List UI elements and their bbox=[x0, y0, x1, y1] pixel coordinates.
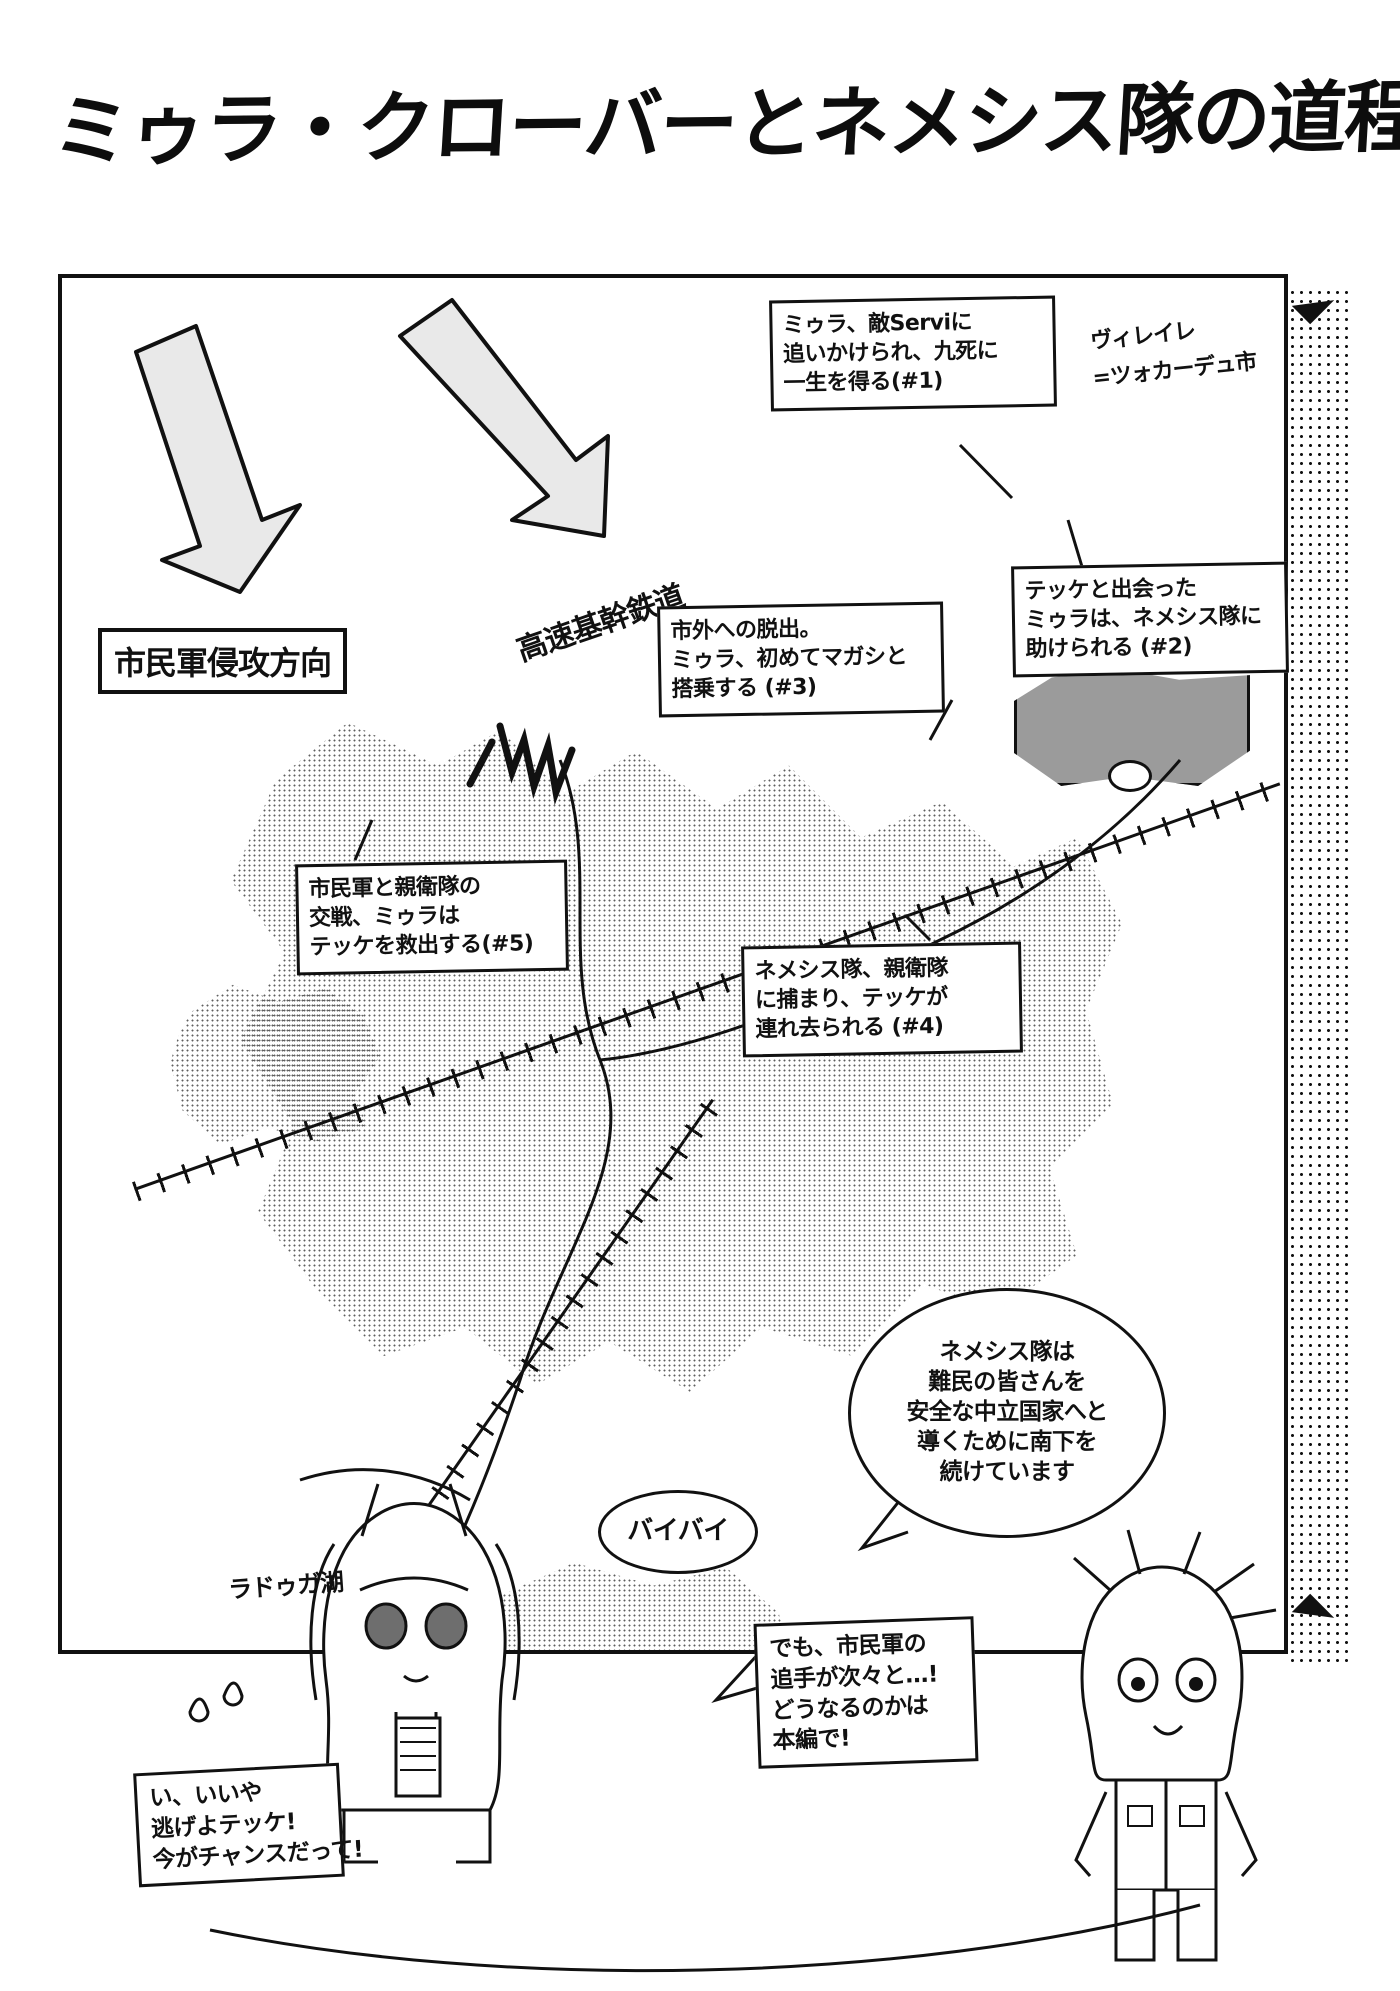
callout-4-line-1: ネメシス隊、親衛隊 bbox=[754, 955, 949, 985]
callout-3-line-1: 市外への脱出。 bbox=[670, 616, 822, 645]
callout-2-line-3: 助けられる (#2) bbox=[1025, 634, 1193, 663]
callout-3: 市外への脱出。 ミゥラ、初めてマガシと 搭乗する (#3) bbox=[657, 601, 945, 718]
sweat-drops-icon bbox=[188, 1681, 244, 1723]
callout-2-line-2: ミゥラは、ネメシス隊に bbox=[1024, 604, 1262, 634]
callout-4-line-2: に捕まり、テッケが bbox=[754, 984, 948, 1014]
bubble-nemesis-line-4: 導くために南下を bbox=[916, 1428, 1098, 1455]
bubble-nemesis-line-3: 安全な中立国家へと bbox=[906, 1399, 1108, 1426]
bubble-pursuit: でも、市民軍の 追手が次々と…! どうなるのかは 本編で! bbox=[753, 1616, 979, 1770]
callout-2-line-1: テッケと出会った bbox=[1024, 576, 1197, 605]
bubble-bye: バイバイ bbox=[598, 1490, 758, 1574]
callout-4: ネメシス隊、親衛隊 に捕まり、テッケが 連れ去られる (#4) bbox=[741, 941, 1023, 1058]
callout-4-line-3: 連れ去られる (#4) bbox=[755, 1013, 944, 1043]
ground-line bbox=[209, 1903, 1201, 1973]
callout-5: 市民軍と親衛隊の 交戦、ミゥラは テッケを救出する(#5) bbox=[295, 859, 569, 976]
bubble-pursuit-line-4: 本編で! bbox=[772, 1726, 851, 1755]
callout-5-line-1: 市民軍と親衛隊の bbox=[308, 874, 481, 903]
callout-3-line-3: 搭乗する (#3) bbox=[671, 674, 817, 703]
terrain-forest-south bbox=[468, 1562, 792, 1650]
callout-5-line-3: テッケを救出する(#5) bbox=[309, 931, 534, 961]
callout-5-line-2: 交戦、ミゥラは bbox=[308, 903, 460, 932]
label-invasion-direction: 市民軍侵攻方向 bbox=[98, 628, 348, 694]
callout-1: ミゥラ、敵Serviに 追いかけられ、九死に 一生を得る(#1) bbox=[769, 295, 1057, 412]
bubble-nemesis: ネメシス隊は 難民の皆さんを 安全な中立国家へと 導くために南下を 続けています bbox=[848, 1288, 1166, 1538]
bubble-miura: い、いいや 逃げよテッケ! 今がチャンスだって! bbox=[133, 1762, 364, 1888]
callout-1-line-1: ミゥラ、敵Serviに bbox=[782, 309, 973, 339]
callout-3-line-2: ミゥラ、初めてマガシと bbox=[670, 644, 908, 674]
callout-1-line-2: 追いかけられ、九死に bbox=[782, 338, 999, 368]
bubble-nemesis-line-5: 続けています bbox=[939, 1458, 1075, 1485]
halftone-edge bbox=[1288, 288, 1348, 1668]
bubble-nemesis-line-2: 難民の皆さんを bbox=[928, 1369, 1086, 1396]
callout-1-line-3: 一生を得る(#1) bbox=[783, 368, 944, 397]
city-marker-icon bbox=[1108, 760, 1152, 792]
bubble-bye-text: バイバイ bbox=[627, 1516, 729, 1547]
page-title: ミゥラ・クローバーとネメシス隊の道程 bbox=[49, 73, 1400, 178]
callout-2: テッケと出会った ミゥラは、ネメシス隊に 助けられる (#2) bbox=[1011, 561, 1289, 678]
bubble-nemesis-line-1: ネメシス隊は bbox=[939, 1339, 1075, 1366]
